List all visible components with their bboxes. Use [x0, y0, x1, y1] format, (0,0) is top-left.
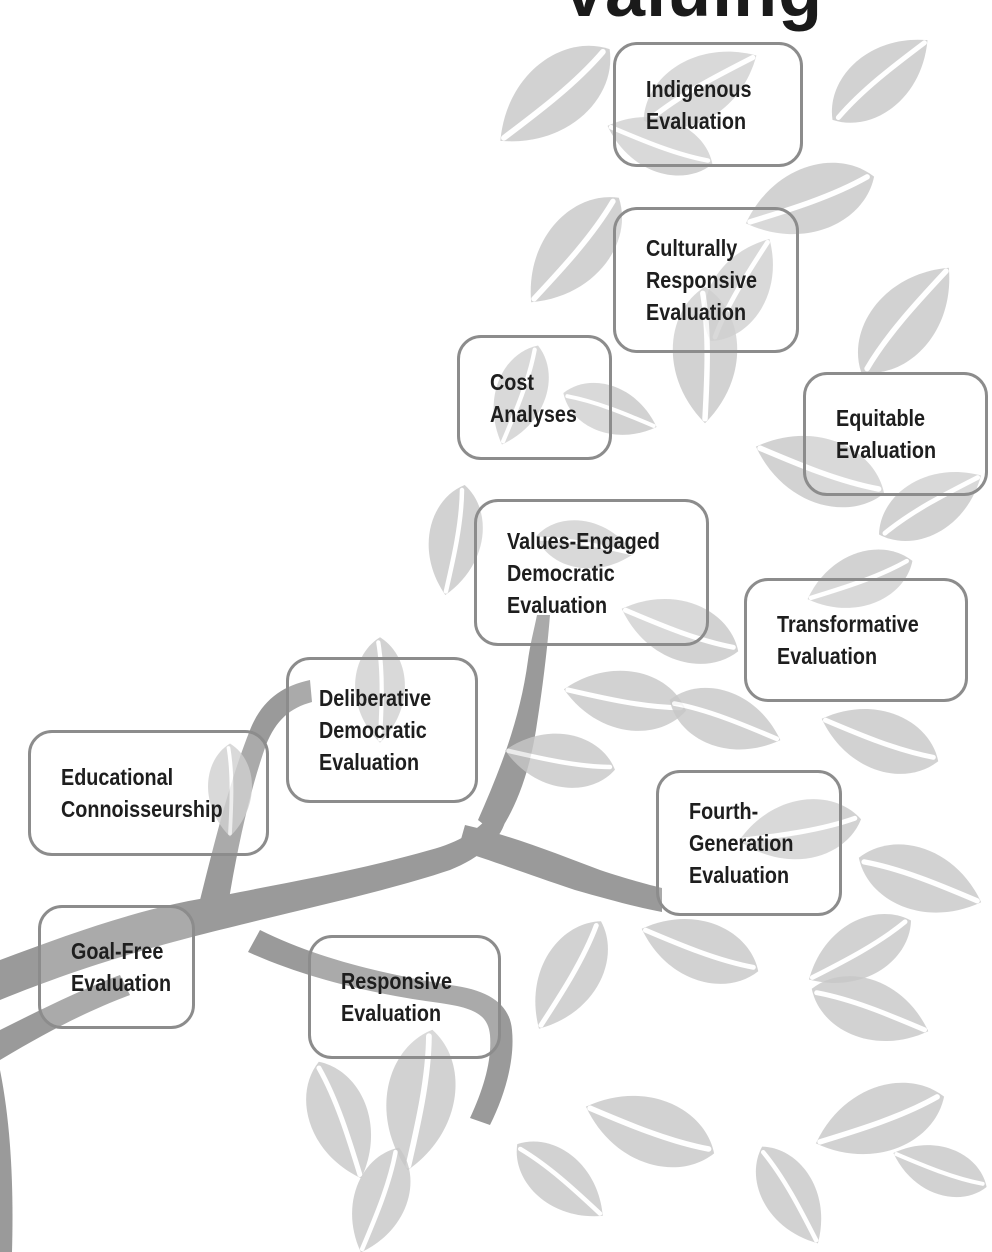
box-label-line: Values-Engaged [507, 527, 660, 554]
box-label-line: Educational [61, 764, 174, 790]
box-label-line: Connoisseurship [61, 796, 223, 822]
box-label-line: Indigenous [646, 75, 752, 102]
leaf [479, 23, 632, 166]
box-label-line: Evaluation [689, 862, 790, 888]
box-label-line: Analyses [490, 400, 577, 427]
right-branch [458, 825, 662, 912]
leaf [739, 1133, 840, 1252]
box-label-line: Fourth- [689, 798, 759, 824]
main-branch [0, 815, 505, 1000]
box-label-line: Evaluation [646, 299, 747, 325]
box-label-line: Evaluation [646, 107, 747, 134]
box-label-line: Evaluation [71, 970, 172, 996]
box-label-line: Democratic [319, 717, 427, 743]
box-label-line: Responsive [341, 968, 453, 994]
left-lower-branch [0, 975, 130, 1060]
box-label-line: Evaluation [507, 591, 608, 618]
leaf [514, 907, 627, 1044]
box-label-line: Evaluation [777, 643, 878, 669]
box-label-line: Responsive [646, 267, 758, 293]
leaf [575, 1076, 725, 1183]
box-label-line: Democratic [507, 559, 615, 586]
lower-branch [248, 930, 513, 1125]
box-label-line: Generation [689, 830, 794, 856]
box-label-line: Evaluation [836, 437, 937, 463]
trunk-base [0, 1070, 13, 1252]
category-heading: Valuing [560, 0, 920, 28]
leaf [500, 1124, 619, 1236]
box-label-line: Evaluation [319, 749, 420, 775]
upper-branch [478, 615, 550, 835]
left-upper-branch [200, 680, 312, 905]
box-label-line: Goal-Free [71, 938, 164, 964]
box-label-line: Deliberative [319, 685, 432, 711]
leaf [814, 18, 947, 143]
box-label-line: Equitable [836, 405, 926, 431]
box-label-line: Evaluation [341, 1000, 442, 1026]
tree-branches [0, 615, 662, 1252]
box-label-line: Transformative [777, 611, 919, 637]
box-label-line: Cost [490, 368, 534, 395]
box-label-line: Culturally [646, 235, 738, 261]
